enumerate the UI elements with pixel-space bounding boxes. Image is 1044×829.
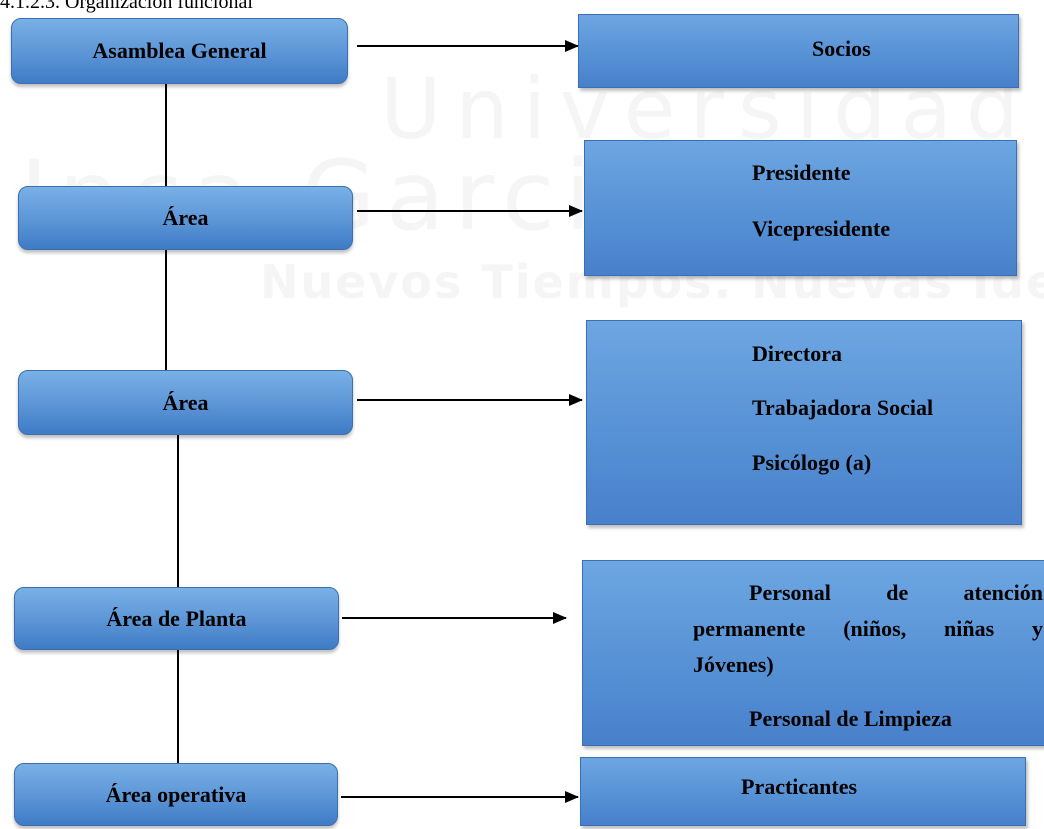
planta-line-3: Jóvenes) (693, 652, 774, 677)
node-asamblea-general: Asamblea General (11, 18, 348, 84)
node-area-1: Área (18, 186, 353, 250)
node-asamblea-general-label: Asamblea General (92, 38, 267, 63)
label-practicantes: Practicantes (741, 774, 858, 799)
label-psicologo: Psicólogo (a) (752, 450, 872, 475)
label-socios: Socios (812, 36, 871, 61)
node-area-2-label: Área (162, 389, 209, 415)
node-area-2: Área (18, 370, 353, 435)
node-area-de-planta-label: Área de Planta (106, 605, 247, 631)
node-area-1-label: Área (162, 205, 209, 230)
box-planta: Personal de atención permanente (niños, … (582, 560, 1044, 746)
planta-word: y (1032, 616, 1043, 641)
planta-word: atención (963, 580, 1043, 605)
planta-word: Personal (749, 580, 831, 605)
section-heading: 4.1.2.3. Organización funcional (0, 0, 253, 13)
planta-word: niñas (944, 616, 995, 641)
node-area-operativa-label: Área operativa (105, 781, 247, 807)
box-direccion: Directora Trabajadora Social Psicólogo (… (586, 320, 1022, 525)
planta-word: permanente (693, 616, 806, 641)
planta-line-1: Personal de atención (749, 580, 1043, 606)
planta-word: (niños, (843, 616, 907, 641)
node-area-de-planta: Área de Planta (14, 587, 339, 650)
label-trabajadora-social: Trabajadora Social (752, 395, 934, 420)
box-socios: Socios (578, 14, 1019, 88)
label-vicepresidente: Vicepresidente (752, 216, 891, 241)
box-presidencia: Presidente Vicepresidente (584, 140, 1017, 276)
label-directora: Directora (752, 341, 842, 366)
label-personal-limpieza: Personal de Limpieza (749, 706, 952, 731)
planta-line-2: permanente (niños, niñas y (693, 616, 1043, 642)
planta-word: de (886, 580, 909, 605)
label-presidente: Presidente (752, 160, 851, 185)
box-operativa: Practicantes (580, 757, 1026, 826)
node-area-operativa: Área operativa (14, 763, 338, 826)
